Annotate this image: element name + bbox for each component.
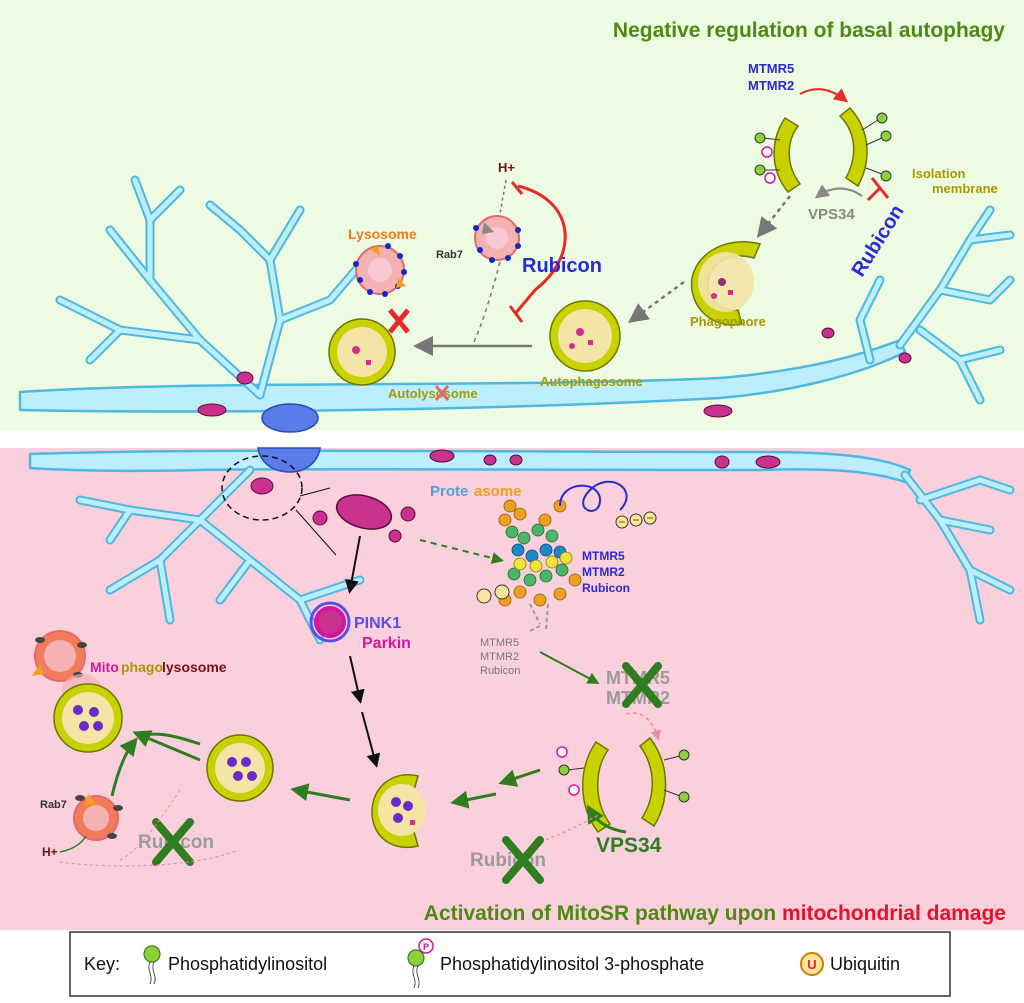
key-label: Key: <box>84 954 120 974</box>
vps34-arrow-top <box>814 184 863 199</box>
key-item-pi3p: Phosphatidylinositol 3-phosphate <box>440 954 704 974</box>
rab7-lysosome-bottom <box>73 794 123 841</box>
label-autophagosome: Autophagosome <box>540 374 643 389</box>
rab7-lysosome-top <box>473 215 521 263</box>
label-mtmr5-small: MTMR5 <box>480 637 519 649</box>
autolysosome <box>328 318 396 386</box>
label-pink1: PINK1 <box>354 615 401 632</box>
fusion-cross <box>388 308 410 334</box>
label-phago: phago <box>121 659 163 675</box>
rubicon-inhibit-mid <box>508 181 567 323</box>
nucleus-bottom <box>257 447 321 473</box>
mito-autophagosome <box>206 734 274 802</box>
isolation-membrane-cycle <box>754 106 892 194</box>
key-ubiquitin-icon: U <box>800 952 824 976</box>
label-parkin: Parkin <box>362 635 411 652</box>
label-autolysosome: Autolysosome <box>388 386 478 401</box>
mtmr-arrow <box>799 88 849 103</box>
label-vps34-bottom: VPS34 <box>596 834 662 857</box>
top-panel-title: Negative regulation of basal autophagy <box>613 19 1005 42</box>
key-pi3p-icon: P <box>407 938 434 989</box>
key-phosphatidylinositol-icon <box>143 945 161 985</box>
cross-rubicon-left <box>152 818 194 866</box>
phagophore <box>690 241 762 326</box>
damaged-mitochondrion <box>312 494 416 543</box>
label-mito: Mito <box>90 659 119 675</box>
bottom-title-part2: mitochondrial damage <box>782 902 1006 925</box>
zoom-circle <box>221 455 303 521</box>
label-phagophore: Phagophore <box>690 314 766 329</box>
label-rab7-bottom: Rab7 <box>40 799 67 811</box>
key-phosphate-symbol: P <box>423 942 429 952</box>
label-isolation: Isolation <box>912 166 966 181</box>
nucleus-top <box>261 403 319 433</box>
label-hplus-bottom: H+ <box>42 845 58 859</box>
label-lysosome-top: Lysosome <box>348 226 417 242</box>
label-proteasome-a: Prote <box>430 483 468 500</box>
rubicon-inhibit-top-right <box>866 177 890 202</box>
bottom-neuron <box>28 449 1015 645</box>
label-vps34-top: VPS34 <box>808 206 855 223</box>
label-rubicon-mid: Rubicon <box>522 255 602 277</box>
axon-mitochondria-bottom <box>250 449 781 495</box>
label-rab7-top: Rab7 <box>436 249 463 261</box>
mito-phagophore <box>371 774 426 849</box>
proteasome <box>476 480 657 633</box>
cross-mtmr <box>622 662 662 708</box>
key-ubiquitin-symbol: U <box>807 957 816 972</box>
key-item-phosphatidylinositol: Phosphatidylinositol <box>168 954 327 974</box>
label-mtmr2-bottom: MTMR2 <box>582 565 625 579</box>
top-neuron <box>18 175 1015 413</box>
autophagosome <box>549 300 621 372</box>
label-hplus-top: H+ <box>498 160 515 175</box>
label-rubicon-bottom: Rubicon <box>582 581 630 595</box>
mitophagolysosome <box>32 630 123 753</box>
bottom-panel-title: Activation of MitoSR pathway upon mitoch… <box>424 902 1006 925</box>
label-mtmr5-top: MTMR5 <box>748 61 794 76</box>
label-membrane: membrane <box>932 181 998 196</box>
label-proteasome-b: asome <box>474 483 522 500</box>
axon-mitochondria-top <box>197 327 912 418</box>
bottom-title-part1: Activation of MitoSR pathway upon <box>424 902 782 925</box>
cross-rubicon-right <box>502 836 544 884</box>
label-lysosome-mito: lysosome <box>162 659 227 675</box>
label-mtmr2-top: MTMR2 <box>748 78 794 93</box>
label-mtmr2-small: MTMR2 <box>480 651 519 663</box>
autolysosome-cross <box>434 385 450 401</box>
label-rubicon-small: Rubicon <box>480 665 520 677</box>
pink1-parkin-mito <box>309 601 351 643</box>
label-mtmr5-bottom: MTMR5 <box>582 549 625 563</box>
lysosome-top <box>353 243 407 297</box>
key-item-ubiquitin: Ubiquitin <box>830 954 900 974</box>
